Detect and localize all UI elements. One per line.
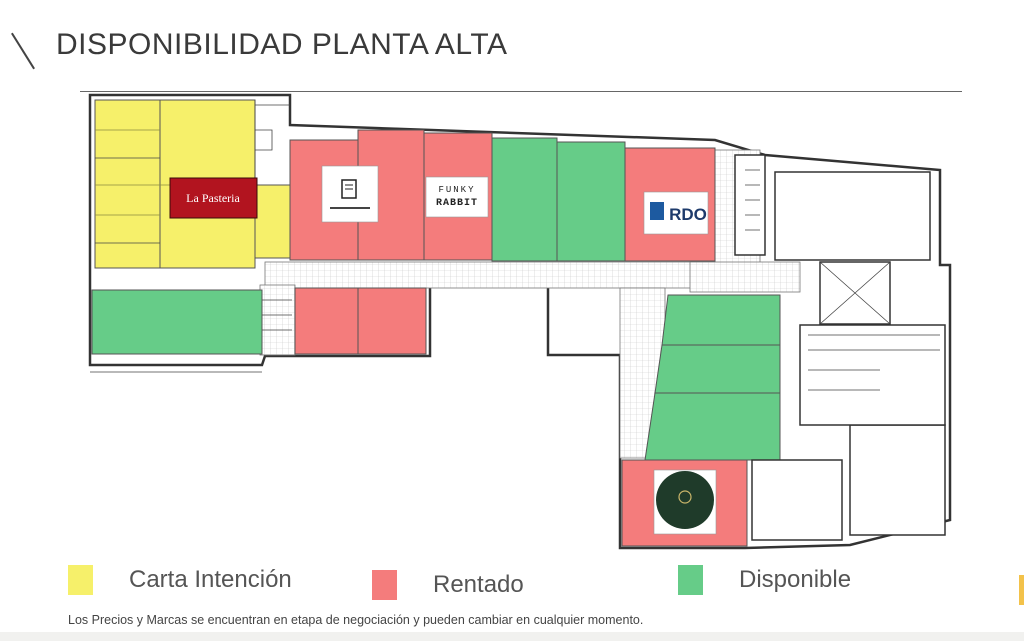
brand-rdo-label: RDO (669, 205, 707, 224)
local-red-6 (357, 287, 427, 355)
plan-details (90, 100, 940, 391)
brand-rdo: RDO (643, 191, 709, 235)
legend-label: Carta Intención (129, 566, 292, 593)
offices (734, 154, 946, 541)
bottom-band (0, 632, 1024, 641)
brand-green-emblem (653, 469, 717, 535)
page-title: DISPONIBILIDAD PLANTA ALTA (56, 28, 508, 61)
legend-swatch-green (678, 565, 703, 595)
legend-disponible: Disponible (678, 565, 851, 595)
building-outline (88, 93, 952, 550)
brand-la-pasteria-label: La Pasteria (186, 191, 240, 205)
brand-la-pasteria: La Pasteria (169, 177, 258, 219)
local-green-3 (91, 289, 263, 355)
local-yellow-a (94, 99, 161, 269)
stair-core (734, 154, 766, 256)
local-green-2 (556, 141, 626, 262)
legend-swatch-red (372, 570, 397, 600)
local-green-5 (654, 344, 781, 394)
brand-logo-1 (321, 165, 379, 223)
brand-funky-rabbit: FUNKY RABBIT (425, 176, 489, 218)
legend-rentado: Rentado (372, 570, 524, 600)
brand-rabbit-label: RABBIT (436, 198, 478, 209)
legend-label: Rentado (433, 571, 524, 598)
local-yellow-c (254, 184, 293, 259)
zone-disponible (91, 137, 781, 461)
local-green-1 (491, 137, 558, 262)
local-green-4 (661, 294, 781, 346)
brand-funky-label: FUNKY (438, 185, 475, 195)
oficina-303 (751, 459, 843, 541)
legend-swatch-yellow (68, 565, 93, 595)
service-core (799, 324, 946, 426)
local-green-6 (644, 392, 781, 461)
zone-carta-intencion (94, 99, 293, 269)
footnote: Los Precios y Marcas se encuentran en et… (68, 613, 644, 627)
legend-carta-intencion: Carta Intención (68, 565, 292, 595)
local-red-5 (294, 287, 359, 355)
legend-label: Disponible (739, 566, 852, 593)
corner-accent (1019, 575, 1024, 605)
oficina-302 (849, 424, 946, 536)
oficina-301 (774, 171, 931, 261)
title-divider (80, 91, 962, 92)
